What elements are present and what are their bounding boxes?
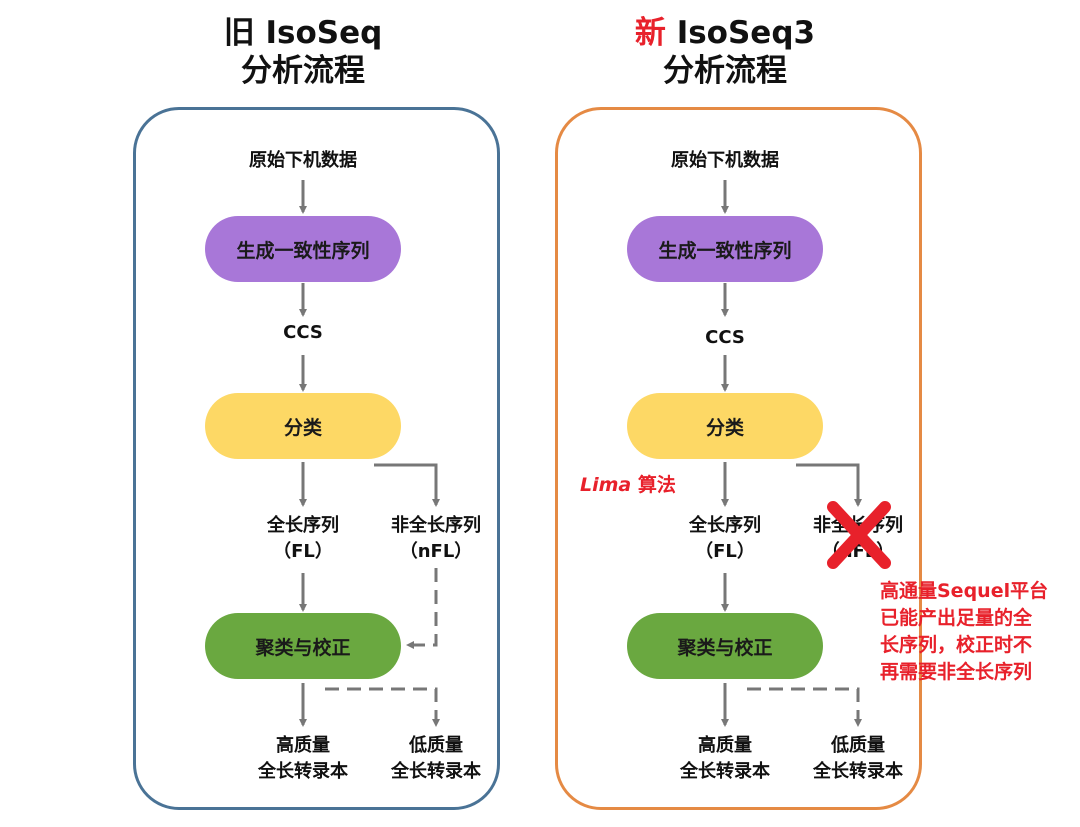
note-line-4: 再需要非全长序列	[880, 661, 1033, 683]
left-raw-label: 原始下机数据	[249, 150, 357, 171]
left-hq-line2: 全长转录本	[258, 761, 348, 782]
right-cluster-label: 聚类与校正	[677, 636, 773, 659]
left-title: 旧 IsoSeq 分析流程	[133, 14, 473, 90]
right-sequel-note: 高通量Sequel平台 已能产出足量的全 长序列，校正时不 再需要非全长序列	[880, 578, 1048, 686]
right-title-name: IsoSeq3	[665, 15, 816, 51]
left-arrow-step2-to-nfl	[374, 463, 440, 507]
right-lq-label: 低质量 全长转录本	[793, 733, 923, 785]
right-hq-line1: 高质量	[698, 735, 752, 756]
left-fl-line1: 全长序列	[267, 515, 339, 536]
left-cluster-label: 聚类与校正	[255, 636, 351, 659]
right-lq-line2: 全长转录本	[813, 761, 903, 782]
left-arrow-step3-to-lq	[325, 687, 440, 727]
note-line-1: 高通量Sequel平台	[880, 580, 1049, 602]
left-cluster-node: 聚类与校正	[205, 613, 401, 679]
right-consensus-node: 生成一致性序列	[627, 216, 823, 282]
left-nfl-line1: 非全长序列	[391, 515, 481, 536]
left-title-line2: 分析流程	[241, 53, 365, 89]
left-lq-line1: 低质量	[409, 735, 463, 756]
left-consensus-node: 生成一致性序列	[205, 216, 401, 282]
left-hq-label: 高质量 全长转录本	[238, 733, 368, 785]
left-nfl-line2: （nFL）	[399, 541, 473, 562]
left-nfl-label: 非全长序列 （nFL）	[371, 513, 501, 565]
left-classify-label: 分类	[283, 416, 322, 439]
left-title-prefix: 旧	[223, 15, 255, 51]
left-lq-label: 低质量 全长转录本	[371, 733, 501, 785]
right-hq-label: 高质量 全长转录本	[660, 733, 790, 785]
right-raw-label: 原始下机数据	[671, 150, 779, 171]
right-lima-suffix: 算法	[631, 474, 676, 496]
right-classify-node: 分类	[627, 393, 823, 459]
right-arrow-step2-to-nfl	[796, 463, 862, 507]
right-ccs-label: CCS	[705, 327, 745, 348]
left-classify-node: 分类	[205, 393, 401, 459]
left-arrow-nfl-to-step3	[406, 568, 438, 649]
remove-cross-icon	[827, 501, 891, 569]
right-arrow-step3-to-lq	[747, 687, 862, 727]
right-lq-line1: 低质量	[831, 735, 885, 756]
right-consensus-label: 生成一致性序列	[658, 239, 792, 262]
left-lq-line2: 全长转录本	[391, 761, 481, 782]
right-fl-line1: 全长序列	[689, 515, 761, 536]
right-classify-label: 分类	[705, 416, 744, 439]
left-ccs-label: CCS	[283, 322, 323, 343]
right-lima-label: Lima 算法	[580, 472, 676, 498]
note-line-2: 已能产出足量的全	[880, 607, 1033, 629]
left-title-name: IsoSeq	[254, 15, 383, 51]
right-title-prefix: 新	[634, 15, 666, 51]
left-fl-line2: （FL）	[273, 541, 333, 562]
right-title: 新 IsoSeq3 分析流程	[555, 14, 895, 90]
left-consensus-label: 生成一致性序列	[236, 239, 370, 262]
right-lima-name: Lima	[580, 474, 632, 496]
left-fl-label: 全长序列 （FL）	[238, 513, 368, 565]
right-panel	[555, 107, 922, 810]
left-hq-line1: 高质量	[276, 735, 330, 756]
right-fl-label: 全长序列 （FL）	[660, 513, 790, 565]
right-hq-line2: 全长转录本	[680, 761, 770, 782]
right-title-line2: 分析流程	[663, 53, 787, 89]
right-cluster-node: 聚类与校正	[627, 613, 823, 679]
right-fl-line2: （FL）	[695, 541, 755, 562]
left-panel	[133, 107, 500, 810]
note-line-3: 长序列，校正时不	[880, 634, 1033, 656]
